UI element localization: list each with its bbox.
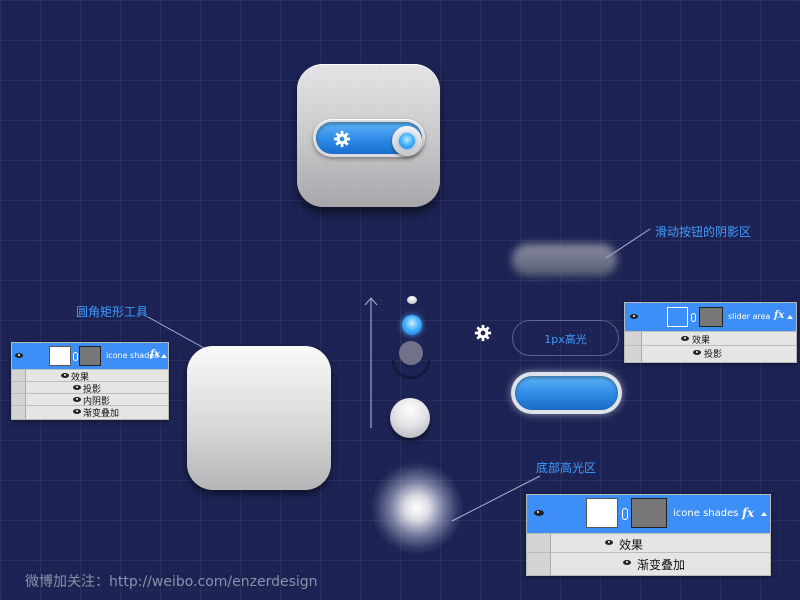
toggle-knob-light	[399, 133, 415, 149]
layer-mask-thumbnail	[79, 346, 101, 366]
chain-link-icon	[691, 313, 696, 322]
eye-icon[interactable]	[623, 560, 631, 565]
blue-slider-track	[515, 376, 618, 410]
blue-light-dot	[402, 315, 422, 335]
layer-thumbnail	[49, 346, 71, 366]
layer-thumbnail	[667, 307, 688, 327]
effect-inner-shadow: 内阴影	[83, 397, 111, 407]
effect-row: 渐变叠加	[527, 552, 770, 574]
annotation-rounded-rect: 圆角矩形工具	[76, 305, 149, 319]
toggle-switch	[313, 119, 425, 157]
eye-icon[interactable]	[73, 385, 81, 390]
toggle-knob	[392, 126, 422, 156]
layers-panel-left: icone shades fx 效果 投影 内阴影 渐变叠加	[11, 342, 169, 420]
layer-row[interactable]: slider area fx	[625, 303, 796, 331]
eye-icon[interactable]	[15, 353, 23, 358]
effect-row: 投影	[12, 381, 168, 395]
collapse-arrow-icon[interactable]	[761, 512, 767, 516]
gray-dot	[399, 341, 423, 365]
effects-row: 效果	[527, 533, 770, 553]
toggle-track	[316, 122, 422, 156]
fx-icon[interactable]: fx	[742, 506, 755, 520]
app-icon-preview	[297, 64, 440, 207]
eye-icon[interactable]	[73, 409, 81, 414]
highlight-outline-capsule: 1px高光	[512, 320, 619, 356]
rounded-rect-preview	[187, 346, 331, 490]
eye-icon[interactable]	[534, 510, 544, 516]
gear-icon	[474, 324, 492, 342]
eye-icon[interactable]	[693, 350, 701, 355]
eye-icon[interactable]	[630, 314, 638, 319]
effect-drop-shadow: 投影	[704, 350, 723, 360]
gear-icon	[333, 130, 351, 148]
bottom-highlight-glow	[371, 462, 463, 554]
effects-row: 效果	[625, 331, 796, 346]
chain-link-icon	[622, 508, 628, 520]
eye-icon[interactable]	[681, 336, 689, 341]
eye-icon[interactable]	[73, 397, 81, 402]
layer-thumbnail	[586, 498, 618, 528]
effects-label: 效果	[71, 373, 90, 383]
layer-name: icone shades	[106, 351, 159, 360]
effect-gradient-overlay: 渐变叠加	[637, 558, 686, 572]
layers-panel-bottom: icone shades fx 效果 渐变叠加	[526, 494, 771, 576]
arrow-up-icon	[364, 297, 378, 428]
annotation-slider-shadow: 滑动按钮的阴影区	[655, 225, 752, 239]
dark-ring-shape	[391, 359, 431, 380]
effects-label: 效果	[619, 538, 644, 552]
layer-row[interactable]: icone shades fx	[12, 343, 168, 369]
effect-drop-shadow: 投影	[83, 385, 102, 395]
chain-link-icon	[73, 352, 78, 361]
fx-icon[interactable]: fx	[150, 349, 161, 360]
small-white-dot	[407, 296, 417, 304]
layer-mask-thumbnail	[699, 307, 723, 327]
annotation-1px-highlight: 1px高光	[544, 333, 587, 346]
effect-row: 投影	[625, 345, 796, 362]
effect-row: 渐变叠加	[12, 405, 168, 419]
fx-icon[interactable]: fx	[774, 310, 785, 321]
effects-row: 效果	[12, 369, 168, 383]
layer-mask-thumbnail	[631, 498, 667, 528]
eye-icon[interactable]	[605, 540, 613, 545]
layer-name: icone shades	[673, 508, 739, 519]
collapse-arrow-icon[interactable]	[161, 354, 167, 358]
layers-panel-right: slider area fx 效果 投影	[624, 302, 797, 363]
white-knob-ball	[390, 398, 430, 438]
eye-icon[interactable]	[61, 373, 69, 378]
slider-shadow-preview	[512, 244, 617, 276]
effects-label: 效果	[692, 336, 711, 346]
layer-name: slider area	[728, 312, 771, 321]
footer-credit: 微博加关注：http://weibo.com/enzerdesign	[25, 574, 318, 590]
annotation-bottom-highlight: 底部高光区	[536, 461, 597, 475]
blue-slider-preview	[511, 372, 622, 414]
layer-row[interactable]: icone shades fx	[527, 495, 770, 533]
effect-gradient-overlay: 渐变叠加	[83, 409, 120, 419]
effect-row: 内阴影	[12, 393, 168, 407]
collapse-arrow-icon[interactable]	[787, 315, 793, 319]
